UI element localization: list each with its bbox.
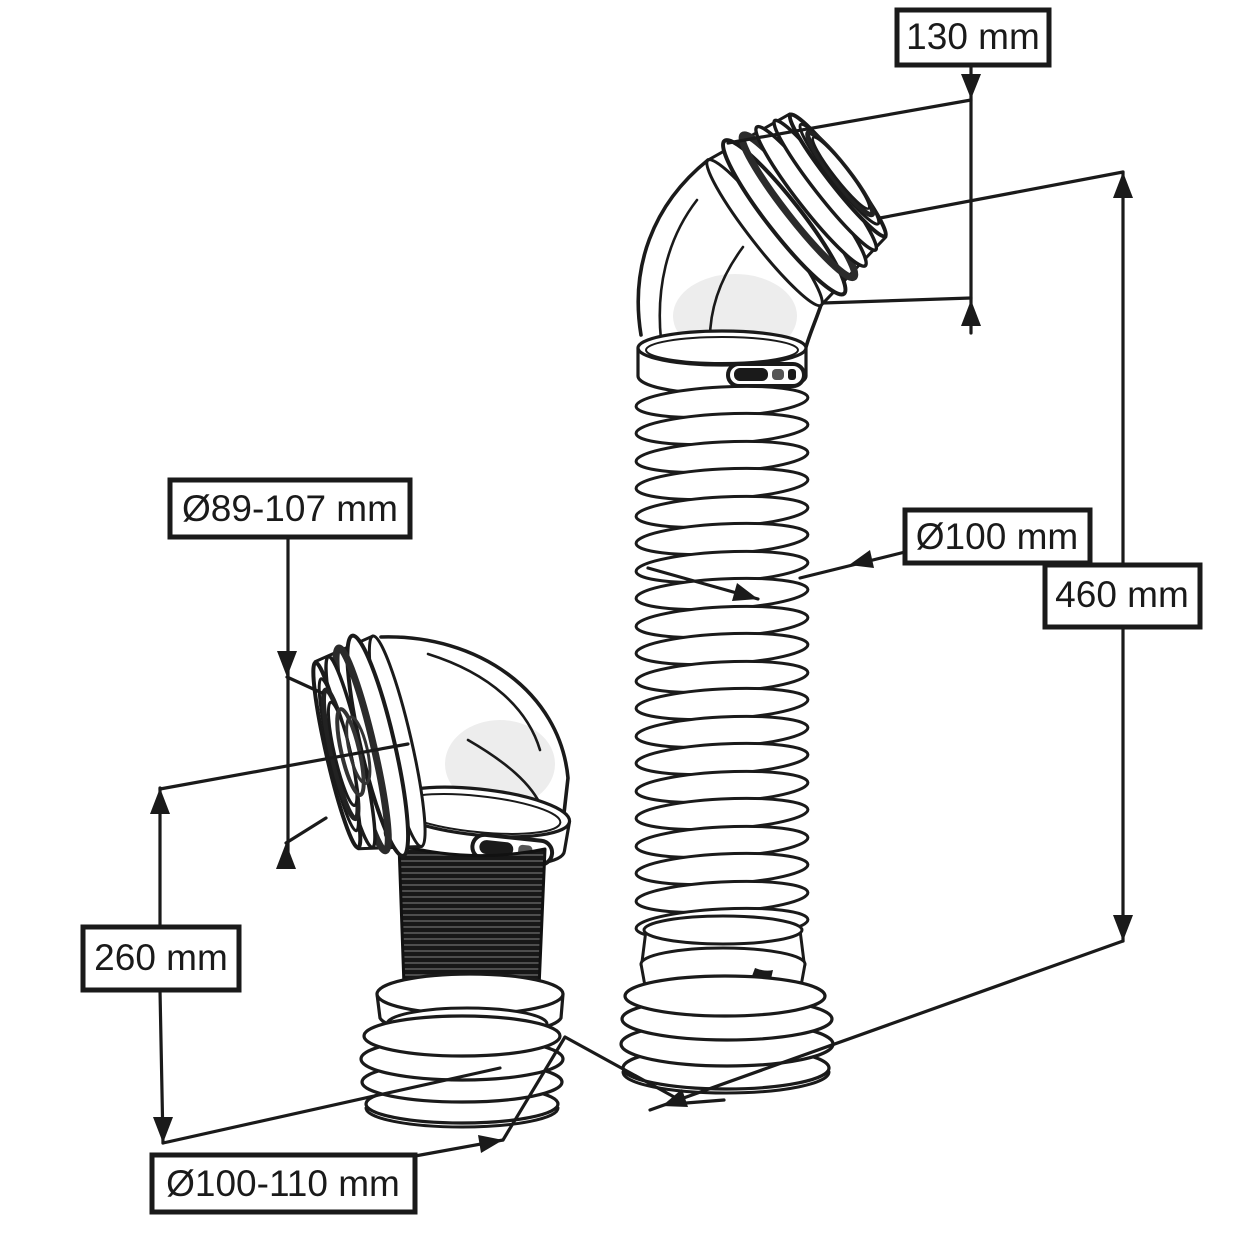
label-box-89-107mm	[167, 477, 413, 540]
witness-line	[161, 1066, 502, 1145]
small-connector-elbow	[379, 635, 570, 830]
arrowhead	[153, 1117, 173, 1143]
dim-label-460mm: 460 mm	[1055, 574, 1189, 615]
dim-label-130mm: 130 mm	[906, 16, 1040, 57]
label-box-260mm	[80, 924, 242, 993]
witness-line	[285, 675, 324, 695]
large-connector-collar	[636, 329, 808, 396]
large-connector-outlet	[619, 914, 835, 1095]
dim-label-260mm: 260 mm	[94, 937, 228, 978]
witness-line	[158, 742, 410, 791]
dimension-130mm	[726, 63, 981, 335]
elbow-seam	[658, 198, 699, 342]
label-box-130mm	[894, 7, 1052, 68]
label-box-100-110mm	[149, 1152, 418, 1215]
arrowhead	[961, 300, 981, 326]
arrowhead	[849, 550, 874, 568]
dimension-89-107mm	[276, 535, 328, 869]
arrowhead	[732, 583, 758, 601]
dimension-260mm	[150, 742, 502, 1145]
arrowhead	[478, 1135, 503, 1153]
arrowhead	[1113, 915, 1133, 941]
arrowhead	[1113, 172, 1133, 198]
witness-line	[726, 98, 973, 145]
label-box-460mm	[1042, 562, 1203, 630]
dimension-labels: 130 mm Ø100 mm 460 mm Ø89-107 mm 260 mm …	[80, 7, 1203, 1215]
dimension-100-110mm	[413, 1035, 678, 1158]
dim-label-100-110mm: Ø100-110 mm	[166, 1163, 400, 1204]
dimension-100mm	[646, 550, 907, 601]
arrowhead	[150, 788, 170, 814]
large-connector-corrugated-pipe	[634, 384, 810, 942]
elbow-seam	[426, 652, 542, 752]
small-connector-outlet	[359, 972, 565, 1129]
arrowhead	[961, 74, 981, 99]
witness-line	[648, 939, 1125, 1112]
small-connector	[311, 633, 572, 1129]
dimension-lines	[150, 63, 1133, 1158]
arrowhead	[276, 843, 296, 869]
witness-line	[284, 816, 328, 845]
large-connector	[619, 112, 888, 1095]
arrowhead	[277, 651, 297, 677]
dimension-460mm	[648, 170, 1133, 1112]
small-connector-corrugated-sleeve	[397, 843, 547, 996]
dim-label-89-107mm: Ø89-107 mm	[182, 488, 398, 529]
witness-line	[878, 170, 1125, 220]
small-connector-inlet-rings	[311, 633, 427, 858]
witness-line	[821, 296, 973, 305]
label-box-100mm	[902, 507, 1093, 566]
inlet-opening	[811, 136, 871, 210]
dim-label-100mm: Ø100 mm	[916, 516, 1078, 557]
large-connector-inlet-rings	[705, 112, 888, 308]
